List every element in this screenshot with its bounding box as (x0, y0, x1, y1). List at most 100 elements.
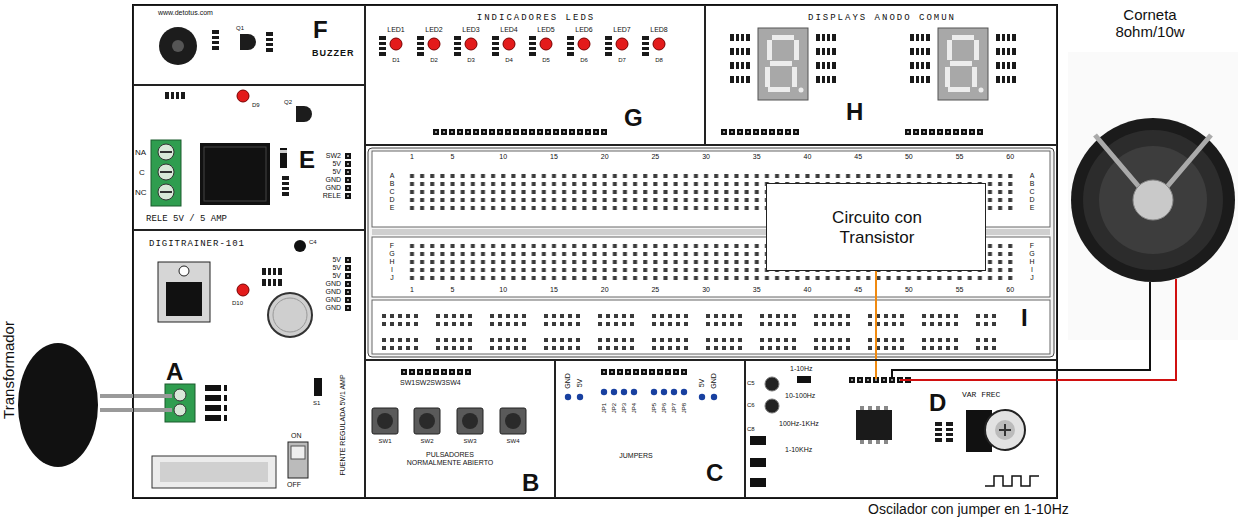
power-supply-parts (152, 456, 276, 488)
seven-segment-displays (720, 128, 800, 136)
panel-wires (133, 408, 172, 412)
jumper-block (631, 389, 637, 395)
board-frame (133, 5, 1057, 498)
seven-segment-displays (730, 76, 750, 83)
seven-segment-displays (910, 34, 930, 41)
part-label: LED3 (462, 26, 480, 34)
led-row (567, 36, 574, 56)
part-label: E (1030, 204, 1035, 212)
oscillator-parts (884, 406, 888, 410)
node-title: Corneta 8ohm/10w (1095, 6, 1205, 41)
part-label: GND (564, 373, 572, 389)
part-label: I (1031, 266, 1033, 274)
part-label: C6 (747, 402, 755, 409)
oscillator-parts (750, 436, 766, 445)
part-label: 5V (332, 272, 341, 280)
power-supply-parts (205, 415, 227, 421)
power-supply-parts (221, 395, 224, 401)
part-label: C (389, 188, 394, 196)
jumper-block (565, 394, 571, 400)
power-supply-parts (165, 384, 195, 422)
power-supply-parts (152, 240, 352, 488)
part-label: D (1029, 196, 1034, 204)
part-label: D4 (505, 57, 513, 64)
jumper-block (611, 389, 617, 395)
part-label: 10-100Hz (785, 392, 815, 400)
part-label: VAR FREC (962, 390, 1000, 399)
oscillator-parts (985, 476, 1039, 486)
part-label: D10 (232, 300, 243, 307)
part-label: JP3 (621, 403, 628, 413)
power-supply-parts (179, 266, 189, 276)
part-label: RELE (323, 192, 341, 200)
panel-wires (133, 394, 172, 398)
part-label: J (390, 274, 394, 282)
speaker-photo (1149, 282, 1151, 340)
transformer: Transformador (0, 290, 100, 470)
push-buttons (457, 408, 483, 434)
part-label: D7 (618, 57, 626, 64)
part-label: C5 (747, 380, 755, 387)
power-supply-parts (237, 284, 249, 296)
power-supply-parts (205, 405, 227, 411)
part-label: 1 (410, 153, 414, 161)
part-label: 45 (854, 286, 862, 294)
part-label: C8 (747, 426, 755, 433)
relay-parts (204, 147, 266, 201)
relay-parts (282, 176, 289, 196)
part-label: 20 (601, 286, 609, 294)
led-row (379, 36, 386, 56)
oscillator-parts (765, 377, 779, 391)
part-label: 55 (956, 153, 964, 161)
oscillator-parts (876, 406, 880, 410)
board-frame (133, 5, 1057, 498)
speaker-photo (1068, 52, 1238, 340)
part-label: I (391, 266, 393, 274)
panel-letter: H (846, 98, 863, 126)
part-label: JUMPERS (619, 452, 652, 460)
part-label: B (390, 180, 395, 188)
speaker: Corneta 8ohm/10w (1062, 4, 1238, 340)
part-label: 30 (702, 286, 710, 294)
part-label: www.detotus.com (158, 9, 213, 17)
buzzer-parts (266, 32, 273, 52)
power-supply-parts (160, 462, 268, 482)
jumper-block (577, 394, 583, 400)
power-supply-parts (273, 298, 307, 332)
part-label: D1 (392, 57, 400, 64)
part-label: GND (325, 288, 341, 296)
led-row (529, 36, 536, 56)
part-label: D8 (655, 57, 663, 64)
power-supply-parts (158, 262, 210, 322)
panel-wires (900, 379, 1057, 381)
push-buttons (372, 368, 526, 434)
part-label: E (390, 204, 395, 212)
node-title: Transformador (0, 321, 17, 419)
part-label: SW2 (326, 152, 341, 160)
oscillator-parts (765, 399, 779, 413)
power-supply-parts (221, 385, 224, 391)
part-label: LED1 (387, 26, 405, 34)
seven-segment-displays (910, 48, 930, 55)
power-supply-parts (205, 395, 227, 401)
part-label: SW2 (420, 438, 433, 445)
node-title: INDICADORES LEDS (477, 13, 595, 23)
part-label: 10 (499, 153, 507, 161)
part-label: JP8 (681, 403, 688, 413)
panel-letter: D (929, 389, 946, 417)
seven-segment-displays (910, 62, 930, 69)
part-label: SW1 (378, 438, 391, 445)
part-label: A (1030, 172, 1035, 180)
panel-letter: G (624, 104, 643, 132)
oscillator-parts (750, 478, 766, 487)
part-label: JP7 (671, 403, 678, 413)
node-title: DIGITRAINER-101 (149, 239, 245, 249)
buzzer-parts (240, 34, 256, 50)
panel-letter: E (299, 146, 315, 174)
part-label: D2 (430, 57, 438, 64)
part-label: GND (325, 304, 341, 312)
oscillator-parts (868, 440, 872, 444)
oscillator-parts (750, 458, 766, 467)
